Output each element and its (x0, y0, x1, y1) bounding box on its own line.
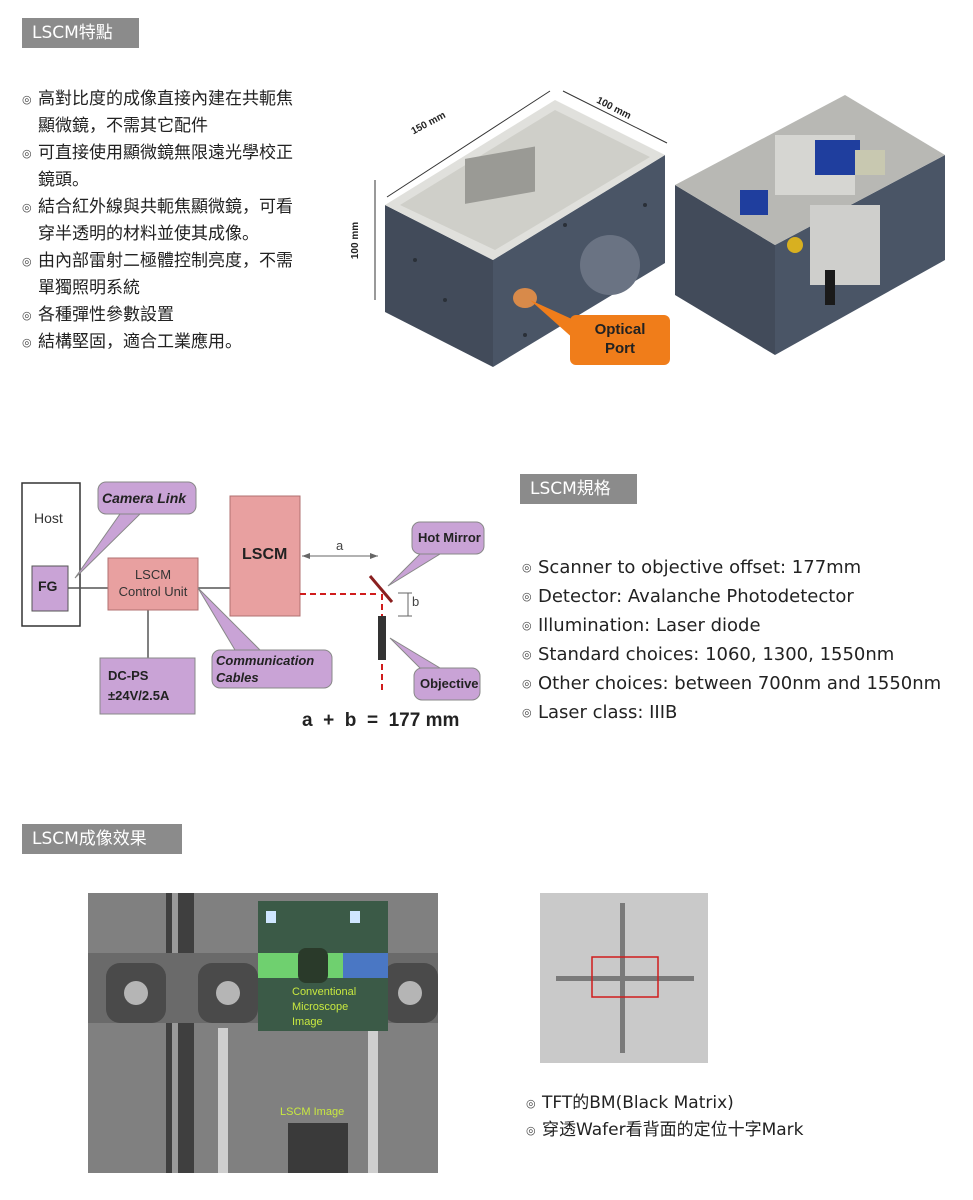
feature-line: 鏡頭。 (38, 170, 89, 190)
comm-line1: Communication (216, 653, 315, 668)
feature-line: 各種彈性參數設置 (38, 305, 174, 325)
feature-text: 各種彈性參數設置 (38, 302, 342, 329)
dcps-label: DC-PS ±24V/2.5A (108, 666, 169, 706)
feature-text: 結構堅固，適合工業應用。 (38, 329, 342, 356)
feature-item: ◎ 結合紅外線與共軛焦顯微鏡，可看穿半透明的材料並使其成像。 (22, 194, 342, 248)
host-label: Host (34, 510, 63, 526)
lscm-box-label: LSCM (242, 546, 288, 563)
spec-item: ◎ Other choices: between 700nm and 1550nm (522, 669, 962, 698)
conventional-line2: Microscope (292, 1001, 349, 1013)
feature-line: 由內部雷射二極體控制亮度，不需 (38, 251, 293, 271)
device-drawing (374, 90, 945, 367)
bullet-icon: ◎ (22, 336, 32, 349)
lscm-micrograph: Conventional Microscope Image LSCM Image (88, 893, 438, 1173)
feature-line: 單獨照明系統 (38, 278, 140, 298)
conventional-image-label: Conventional Microscope Image (292, 985, 356, 1030)
bullet-icon: ◎ (22, 255, 32, 268)
cross-mark-drawing (540, 893, 708, 1063)
bullet-icon: ◎ (522, 590, 532, 603)
bullet-icon: ◎ (22, 147, 32, 160)
spec-text: Laser class: IIIB (538, 702, 678, 723)
feature-item: ◎ 由內部雷射二極體控制亮度，不需單獨照明系統 (22, 248, 342, 302)
comm-cables-label: Communication Cables (216, 652, 314, 686)
bullet-icon: ◎ (522, 677, 532, 690)
spec-text: Scanner to objective offset: 177mm (538, 557, 862, 578)
bullet-icon: ◎ (22, 201, 32, 214)
features-header: LSCM特點 (22, 18, 139, 48)
bullet-icon: ◎ (22, 93, 32, 106)
bullet-icon: ◎ (526, 1097, 536, 1110)
system-diagram: Host FG Camera Link LSCM Control Unit LS… (20, 478, 500, 740)
features-list: ◎ 高對比度的成像直接內建在共軛焦顯微鏡，不需其它配件 ◎ 可直接使用顯微鏡無限遠光學… (22, 86, 342, 356)
optical-port-callout: Optical Port (570, 315, 670, 365)
imaging-text: 穿透Wafer看背面的定位十字Mark (542, 1120, 804, 1140)
bullet-icon: ◎ (522, 619, 532, 632)
bullet-icon: ◎ (522, 648, 532, 661)
feature-line: 可直接使用顯微鏡無限遠光學校正 (38, 143, 293, 163)
device-illustration: 150 mm 100 mm 100 mm Optical Port (345, 85, 960, 370)
bullet-icon: ◎ (522, 561, 532, 574)
imaging-header: LSCM成像效果 (22, 824, 182, 854)
specs-header: LSCM規格 (520, 474, 637, 504)
cross-mark-image (540, 893, 708, 1063)
feature-item: ◎ 可直接使用顯微鏡無限遠光學校正鏡頭。 (22, 140, 342, 194)
imaging-list: ◎ TFT的BM(Black Matrix) ◎ 穿透Wafer看背面的定位十字Mar… (526, 1090, 946, 1144)
spec-item: ◎ Scanner to objective offset: 177mm (522, 553, 962, 582)
bullet-icon: ◎ (522, 706, 532, 719)
control-unit-line1: LSCM (134, 567, 172, 582)
feature-item: ◎ 結構堅固，適合工業應用。 (22, 329, 342, 356)
spec-item: ◎ Standard choices: 1060, 1300, 1550nm (522, 640, 962, 669)
optical-port-line1: Optical (594, 321, 646, 338)
spec-text: Illumination: Laser diode (538, 615, 761, 636)
dcps-line2: ±24V/2.5A (108, 688, 170, 703)
label-a: a (336, 538, 344, 553)
spec-text: Detector: Avalanche Photodetector (538, 586, 854, 607)
bullet-icon: ◎ (526, 1124, 536, 1137)
feature-item: ◎ 各種彈性參數設置 (22, 302, 342, 329)
imaging-item: ◎ TFT的BM(Black Matrix) (526, 1090, 946, 1117)
dim-height-label: 100 mm (350, 221, 362, 260)
feature-line: 結合紅外線與共軛焦顯微鏡，可看 (38, 197, 293, 217)
micrograph-drawing (88, 893, 438, 1173)
specs-list: ◎ Scanner to objective offset: 177mm ◎ Dete… (522, 553, 962, 727)
spec-item: ◎ Laser class: IIIB (522, 698, 962, 727)
feature-line: 穿半透明的材料並使其成像。 (38, 224, 259, 244)
dcps-line1: DC-PS (108, 668, 149, 683)
control-unit-label: LSCM Control Unit (108, 566, 198, 600)
imaging-text: TFT的BM(Black Matrix) (542, 1093, 734, 1113)
system-diagram-drawing (21, 481, 485, 715)
conventional-line1: Conventional (292, 986, 357, 998)
optical-port-line2: Port (605, 340, 635, 357)
feature-line: 高對比度的成像直接內建在共軛焦 (38, 89, 293, 109)
comm-line2: Cables (216, 670, 259, 685)
feature-text: 結合紅外線與共軛焦顯微鏡，可看穿半透明的材料並使其成像。 (38, 194, 342, 248)
spec-item: ◎ Illumination: Laser diode (522, 611, 962, 640)
feature-text: 高對比度的成像直接內建在共軛焦顯微鏡，不需其它配件 (38, 86, 342, 140)
objective-label: Objective (420, 676, 479, 691)
camera-link-label: Camera Link (102, 490, 187, 506)
fg-label: FG (38, 578, 58, 594)
feature-line: 結構堅固，適合工業應用。 (38, 332, 242, 352)
conventional-line3: Image (292, 1016, 323, 1028)
control-unit-line2: Control Unit (118, 584, 188, 599)
feature-text: 可直接使用顯微鏡無限遠光學校正鏡頭。 (38, 140, 342, 194)
hot-mirror-label: Hot Mirror (418, 530, 481, 545)
spec-item: ◎ Detector: Avalanche Photodetector (522, 582, 962, 611)
spec-text: Standard choices: 1060, 1300, 1550nm (538, 644, 895, 665)
lscm-image-label: LSCM Image (280, 1106, 345, 1118)
feature-line: 顯微鏡，不需其它配件 (38, 116, 208, 136)
label-b: b (412, 594, 420, 609)
equation-label: a + b = 177 mm (302, 710, 460, 731)
bullet-icon: ◎ (22, 309, 32, 322)
feature-item: ◎ 高對比度的成像直接內建在共軛焦顯微鏡，不需其它配件 (22, 86, 342, 140)
imaging-item: ◎ 穿透Wafer看背面的定位十字Mark (526, 1117, 946, 1144)
spec-text: Other choices: between 700nm and 1550nm (538, 673, 942, 694)
feature-text: 由內部雷射二極體控制亮度，不需單獨照明系統 (38, 248, 342, 302)
